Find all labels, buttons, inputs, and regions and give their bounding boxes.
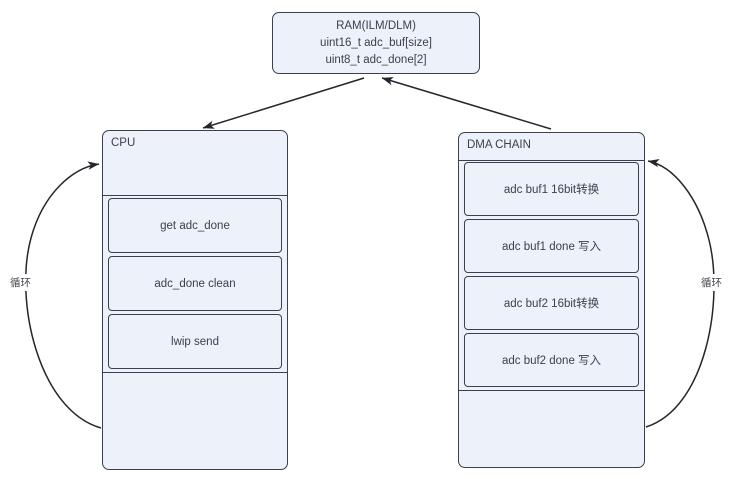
cpu-step-adc-done-clean[interactable]: adc_done clean	[108, 256, 282, 311]
ram-line-adc-done: uint8_t adc_done[2]	[325, 53, 427, 66]
dma-header-label: DMA CHAIN	[467, 139, 531, 151]
cpu-step-lwip-send[interactable]: lwip send	[108, 314, 282, 369]
node-dma-chain[interactable]: DMA CHAIN adc buf1 16bit转换 adc buf1 done…	[458, 132, 645, 468]
dma-tail-divider	[459, 390, 644, 391]
ram-line-adc-buf: uint16_t adc_buf[size]	[320, 36, 432, 49]
dma-step-buf2-done-write[interactable]: adc buf2 done 写入	[464, 333, 639, 387]
arrow-dma-to-ram	[381, 77, 552, 130]
left-loop-label: 循环	[8, 274, 33, 291]
cpu-step-get-adc-done[interactable]: get adc_done	[108, 198, 282, 253]
right-loop-label: 循环	[699, 274, 724, 291]
arrow-ram-to-cpu	[202, 77, 365, 129]
node-cpu[interactable]: CPU get adc_done adc_done clean lwip sen…	[102, 130, 288, 470]
dma-step-buf2-convert[interactable]: adc buf2 16bit转换	[464, 276, 639, 330]
ram-line-title: RAM(ILM/DLM)	[336, 19, 416, 32]
arrow-dma-loop	[645, 159, 715, 428]
dma-header-divider	[459, 160, 644, 161]
arrow-cpu-loop	[24, 161, 102, 429]
dma-step-buf1-convert[interactable]: adc buf1 16bit转换	[464, 162, 639, 216]
cpu-header-divider	[103, 195, 287, 196]
cpu-tail-divider	[103, 372, 287, 373]
cpu-header-label: CPU	[111, 137, 136, 149]
dma-step-buf1-done-write[interactable]: adc buf1 done 写入	[464, 219, 639, 273]
node-ram[interactable]: RAM(ILM/DLM) uint16_t adc_buf[size] uint…	[272, 12, 480, 74]
